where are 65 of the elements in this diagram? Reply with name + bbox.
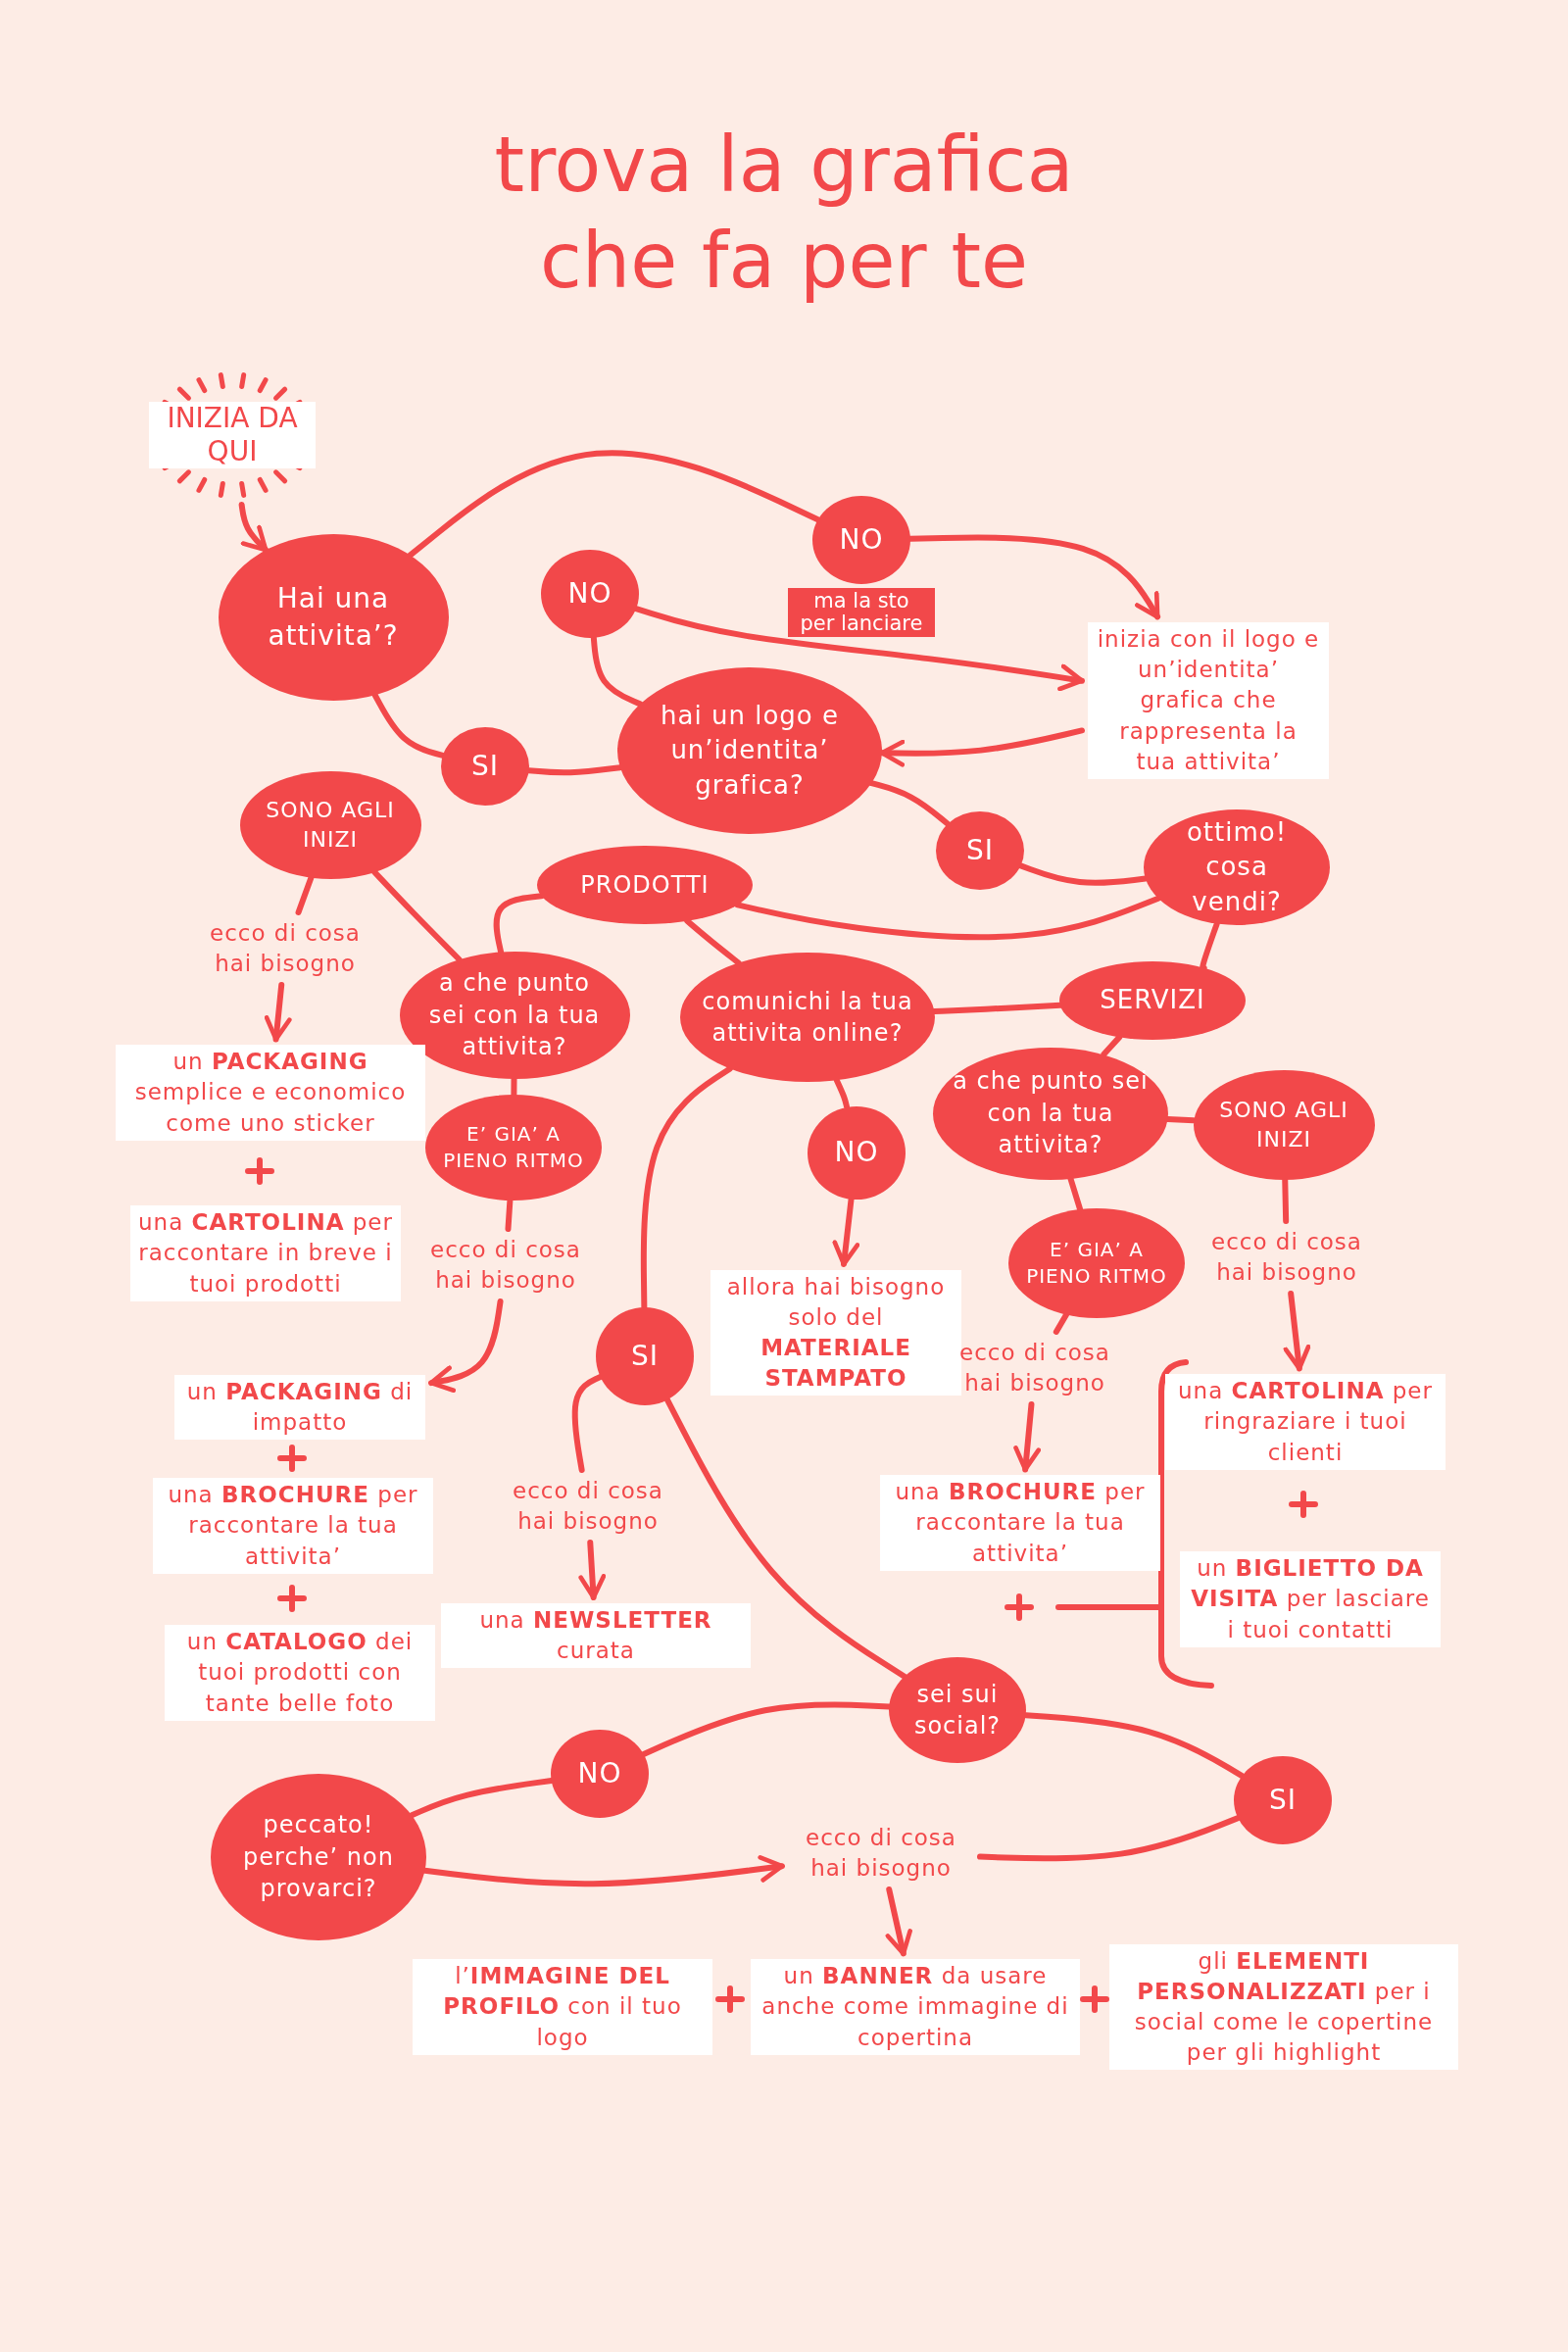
- question-bubble: sei sui social?: [889, 1657, 1026, 1763]
- caption-strip: ma la sto per lanciare: [788, 588, 935, 638]
- question-bubble: SERVIZI: [1059, 961, 1246, 1040]
- connector-line: [931, 1002, 1063, 1015]
- question-bubble: SONO AGLI INIZI: [1193, 1070, 1375, 1180]
- outcome-text: gli ELEMENTI PERSONALIZZATI per i social come le copertine per gli highlight: [1109, 1943, 1458, 2071]
- question-bubble: Hai una attivita’?: [218, 534, 449, 701]
- arrow: [1283, 1291, 1311, 1372]
- outcome-text: una CARTOLINA per ringraziare i tuoi clienti: [1165, 1374, 1446, 1470]
- arrow: [428, 1298, 504, 1394]
- connector-line: [1101, 1034, 1123, 1057]
- outcome-text: un BANNER da usare anche come immagine di copertina: [751, 1959, 1080, 2055]
- title: trova la grafica che fa per te: [493, 120, 1075, 307]
- outcome-text: un BIGLIETTO DA VISITA per lasciare i tuoi contatti: [1180, 1551, 1441, 1647]
- outcome-text: un CATALOGO dei tuoi prodotti con tante belle foto: [165, 1625, 435, 1721]
- question-bubble: NO: [541, 550, 639, 638]
- outcome-text: allora hai bisogno solo del MATERIALE STAMPATO: [710, 1269, 961, 1396]
- connector-line: [1282, 1177, 1290, 1224]
- question-bubble: hai un logo e un’identita’ grafica?: [617, 667, 882, 834]
- question-bubble: E’ GIA’ A PIENO RITMO: [425, 1095, 602, 1200]
- arrow: [264, 982, 292, 1043]
- outcome-text: una NEWSLETTER curata: [441, 1602, 751, 1669]
- connector-line: [640, 1065, 733, 1310]
- hint-text: ecco di cosa hai bisogno: [1194, 1226, 1380, 1289]
- question-bubble: a che punto sei con la tua attivita?: [933, 1047, 1168, 1180]
- outcome-text: un PACKAGING di impatto: [174, 1374, 425, 1441]
- arrow: [885, 1886, 912, 1957]
- question-bubble: E’ GIA’ A PIENO RITMO: [1008, 1208, 1185, 1318]
- outcome-text: una BROCHURE per raccontare la tua attivita’: [880, 1475, 1160, 1571]
- connector-line: [371, 692, 446, 759]
- arrow: [633, 606, 1085, 692]
- question-bubble: NO: [551, 1730, 649, 1818]
- connector-line: [734, 895, 1161, 941]
- question-bubble: SI: [1234, 1756, 1332, 1844]
- question-bubble: NO: [808, 1105, 906, 1200]
- question-bubble: PRODOTTI: [537, 846, 753, 924]
- question-bubble: SI: [441, 727, 529, 806]
- question-bubble: SI: [596, 1307, 694, 1405]
- outcome-text: l’IMMAGINE DEL PROFILO con il tuo logo: [413, 1959, 712, 2055]
- hint-text: ecco di cosa hai bisogno: [495, 1475, 681, 1538]
- connector-line: [868, 780, 952, 827]
- outcome-text: una CARTOLINA per raccontare in breve i tuoi prodotti: [130, 1205, 401, 1301]
- outcome-text: un PACKAGING semplice e economico come uno sticker: [116, 1045, 425, 1141]
- hint-text: ecco di cosa hai bisogno: [192, 917, 378, 980]
- question-bubble: SONO AGLI INIZI: [239, 771, 421, 879]
- outcome-text: una BROCHURE per raccontare la tua attivita’: [153, 1478, 433, 1574]
- question-bubble: ottimo! cosa vendi?: [1144, 809, 1330, 925]
- connector-line: [409, 1777, 555, 1819]
- arrow: [238, 502, 270, 554]
- question-bubble: peccato! perche’ non provarci?: [211, 1774, 426, 1940]
- question-bubble: NO: [812, 496, 910, 584]
- connector-line: [663, 1396, 907, 1680]
- connector-line: [833, 1077, 851, 1110]
- question-bubble: comunichi la tua attivita online?: [680, 953, 935, 1082]
- connector-line: [511, 1076, 517, 1098]
- hint-text: ecco di cosa hai bisogno: [413, 1234, 599, 1297]
- connector-line: [407, 450, 821, 559]
- hint-text: ecco di cosa hai bisogno: [788, 1822, 974, 1885]
- arrow: [578, 1540, 607, 1600]
- question-bubble: a che punto sei con la tua attivita?: [399, 952, 630, 1079]
- outcome-text: inizia con il logo e un’identita’ grafica che rappresenta la tua attivita’: [1088, 622, 1329, 779]
- arrow: [1013, 1401, 1042, 1473]
- question-bubble: SI: [936, 811, 1024, 890]
- connector-line: [1017, 862, 1149, 886]
- connector-line: [571, 1373, 604, 1473]
